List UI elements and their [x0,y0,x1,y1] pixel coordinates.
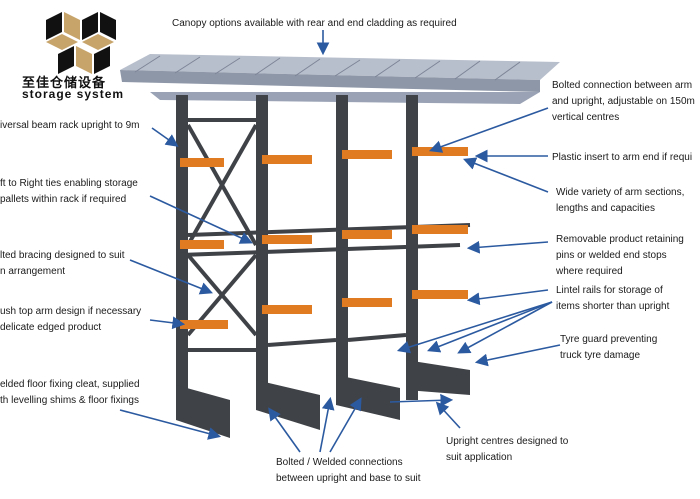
logo-chinese-text: 至佳仓储设备 [22,75,107,90]
label-base-connections-1: Bolted / Welded connections [276,457,403,468]
label-ties-2: pallets within rack if required [0,194,127,205]
arms [180,147,468,329]
label-retaining-1: Removable product retaining [556,234,684,245]
label-retaining-3: where required [556,266,623,277]
label-canopy: Canopy options available with rear and e… [172,18,457,29]
label-arm-variety-1: Wide variety of arm sections, [556,187,685,198]
callout-arrows [119,30,561,453]
label-arm-variety-2: lengths and capacities [556,203,655,214]
label-lintel-2: items shorter than upright [556,301,670,312]
label-tyre-guard-1: Tyre guard preventing [560,334,658,345]
logo-icon [46,12,116,74]
label-bolted-connection-1: Bolted connection between arm [552,80,693,91]
label-upright: iversal beam rack upright to 9m [0,120,140,131]
label-bolted-connection-2: and upright, adjustable on 150m [552,96,695,107]
logo-english-text: storage system [22,87,125,101]
label-upright-centres-2: suit application [446,452,513,463]
label-bracing-1: lted bracing designed to suit [0,250,125,261]
label-base-connections-2: between upright and base to suit [276,473,421,484]
label-plastic-insert: Plastic insert to arm end if requi [552,152,693,163]
logo-mark [46,12,116,74]
label-upright-centres-1: Upright centres designed to [446,436,569,447]
cross-bracing [186,118,258,352]
canopy-roof [120,54,560,104]
label-tyre-guard-2: truck tyre damage [560,350,641,361]
label-retaining-2: pins or welded end stops [556,250,667,261]
base-legs [176,360,470,438]
label-floor-fixing-2: th levelling shims & floor fixings [0,395,139,406]
label-bracing-2: n arrangement [0,266,66,277]
label-bolted-connection-3: vertical centres [552,112,620,123]
label-lintel-1: Lintel rails for storage of [556,285,663,296]
label-push-top-2: delicate edged product [0,322,102,333]
label-ties-1: ft to Right ties enabling storage [0,178,138,189]
label-floor-fixing-1: elded floor fixing cleat, supplied [0,379,140,390]
label-push-top-1: ush top arm design if necessary [0,306,142,317]
